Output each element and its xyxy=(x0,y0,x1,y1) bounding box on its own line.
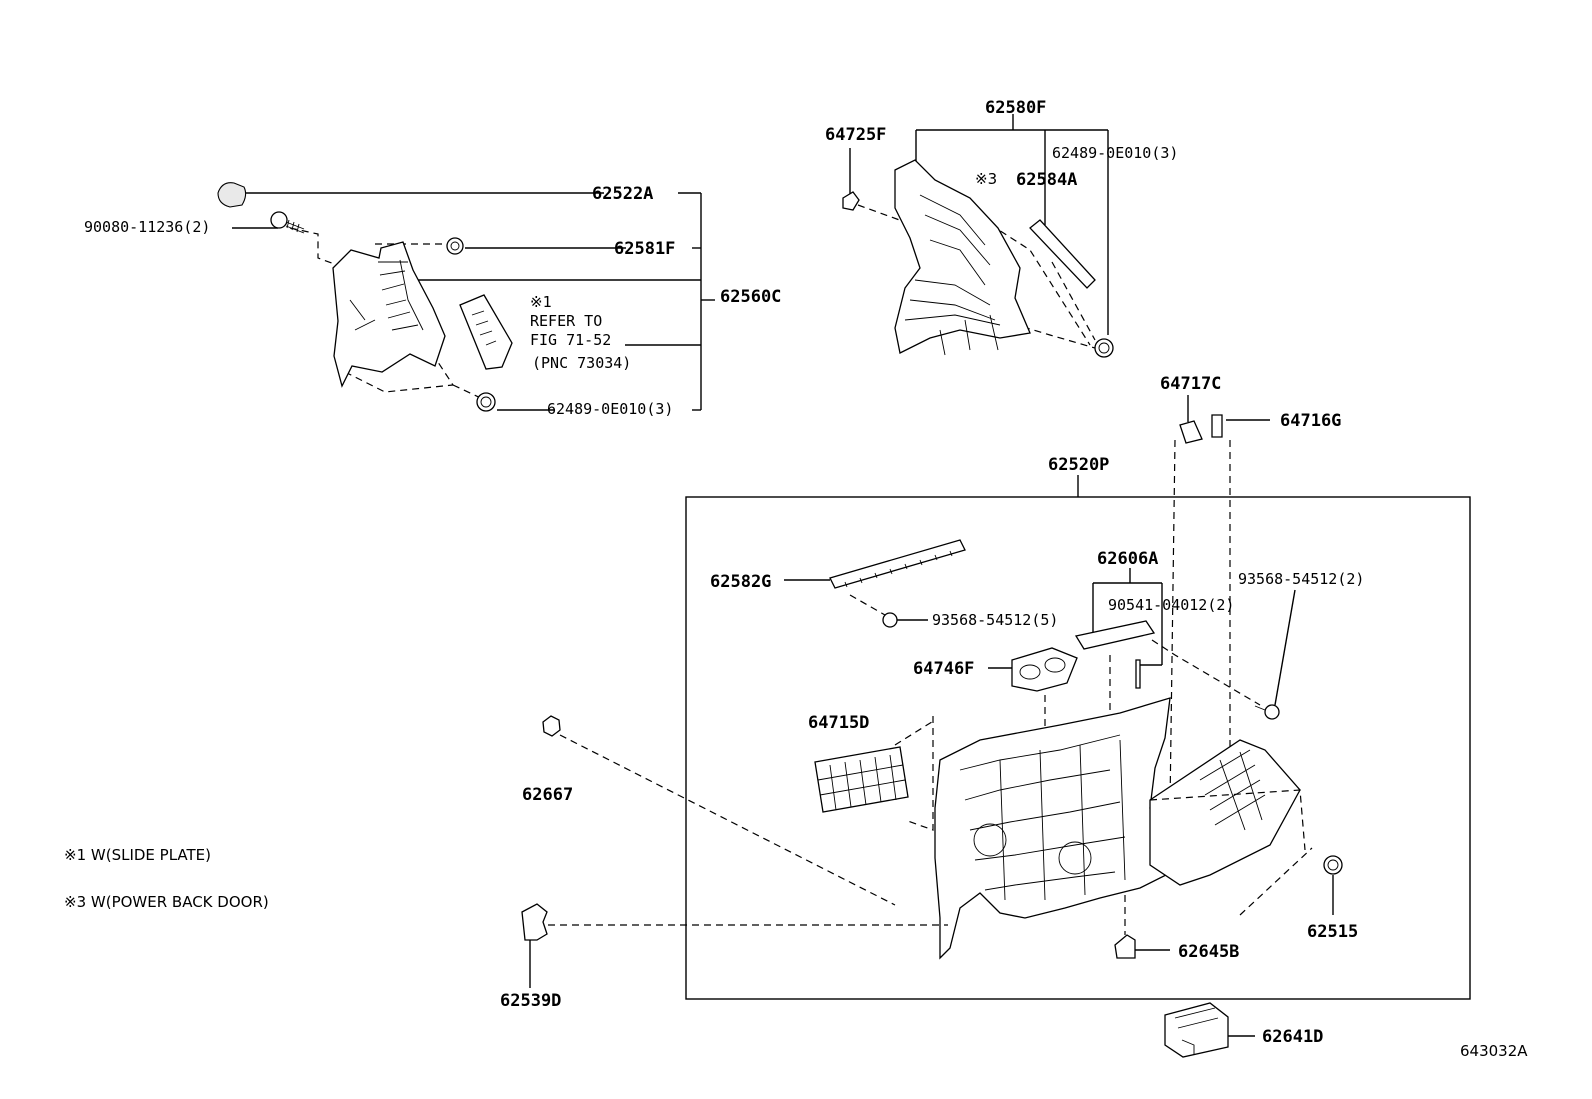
note-power-back-door: ※3 W(POWER BACK DOOR) xyxy=(64,893,269,911)
part-slide-plate xyxy=(459,294,513,370)
part-62645b-cover xyxy=(1114,934,1136,959)
part-62584a-strip xyxy=(1029,219,1096,289)
part-90080-bolt xyxy=(270,211,305,234)
part-90541-bolt xyxy=(1135,659,1141,689)
label-62580f: 62580F xyxy=(985,98,1046,118)
label-93568-2: 93568-54512(2) xyxy=(1238,570,1364,588)
label-90080: 90080-11236(2) xyxy=(84,218,210,236)
label-refer-to: REFER TO xyxy=(530,312,602,330)
label-93568-5: 93568-54512(5) xyxy=(932,611,1058,629)
label-62539d: 62539D xyxy=(500,991,561,1011)
part-62522a xyxy=(217,182,247,208)
part-93568-screw-5 xyxy=(882,612,928,628)
label-64746f: 64746F xyxy=(913,659,974,679)
group-62520p xyxy=(521,395,1471,1000)
part-64717c xyxy=(1179,420,1203,444)
part-64725f xyxy=(842,191,860,211)
part-62515-clip xyxy=(1323,855,1343,875)
label-62522a: 62522A xyxy=(592,184,653,204)
note-slide-plate: ※1 W(SLIDE PLATE) xyxy=(64,846,211,864)
group-62560c xyxy=(217,182,715,412)
label-90541: 90541-04012(2) xyxy=(1108,596,1234,614)
part-62520p-main-trim xyxy=(934,697,1171,960)
part-62560c-trim xyxy=(332,241,446,388)
label-62515: 62515 xyxy=(1307,922,1358,942)
label-62667: 62667 xyxy=(522,785,573,805)
label-fig: FIG 71-52 xyxy=(530,331,611,349)
label-64715d: 64715D xyxy=(808,713,869,733)
label-62560c: 62560C xyxy=(720,287,781,307)
part-62539d-clip xyxy=(521,903,548,941)
label-62489-top: 62489-0E010(3) xyxy=(1052,144,1178,162)
part-64746f-cupholder xyxy=(1011,647,1078,692)
part-62489-clip-left xyxy=(476,392,496,412)
label-pnc: (PNC 73034) xyxy=(532,354,631,372)
label-64717c: 64717C xyxy=(1160,374,1221,394)
part-62606a-plate xyxy=(1074,620,1156,650)
label-64725f: 64725F xyxy=(825,125,886,145)
part-rear-bin xyxy=(1149,739,1301,886)
part-62641d-bin xyxy=(1164,1002,1255,1058)
part-62582g-strip xyxy=(829,539,966,589)
label-62645b: 62645B xyxy=(1178,942,1239,962)
part-64716g xyxy=(1211,414,1223,438)
label-mark3-top: ※3 xyxy=(975,170,997,188)
label-mark1: ※1 xyxy=(530,293,552,311)
part-93568-screw-2 xyxy=(1254,704,1280,720)
part-62489-clip-top xyxy=(1094,338,1114,358)
label-64716g: 64716G xyxy=(1280,411,1341,431)
label-62581f: 62581F xyxy=(614,239,675,259)
figure-id: 643032A xyxy=(1460,1042,1528,1060)
label-62606a: 62606A xyxy=(1097,549,1158,569)
label-62489-left: 62489-0E010(3) xyxy=(547,400,673,418)
label-62582g: 62582G xyxy=(710,572,771,592)
part-64715d-grille xyxy=(814,746,909,813)
label-62584a: 62584A xyxy=(1016,170,1077,190)
label-62641d: 62641D xyxy=(1262,1027,1323,1047)
group-62580f xyxy=(842,114,1114,358)
part-62667-grommet xyxy=(542,715,561,737)
part-62580f-panel xyxy=(894,159,1031,354)
label-62520p: 62520P xyxy=(1048,455,1109,475)
part-62581f-clip xyxy=(446,237,464,255)
